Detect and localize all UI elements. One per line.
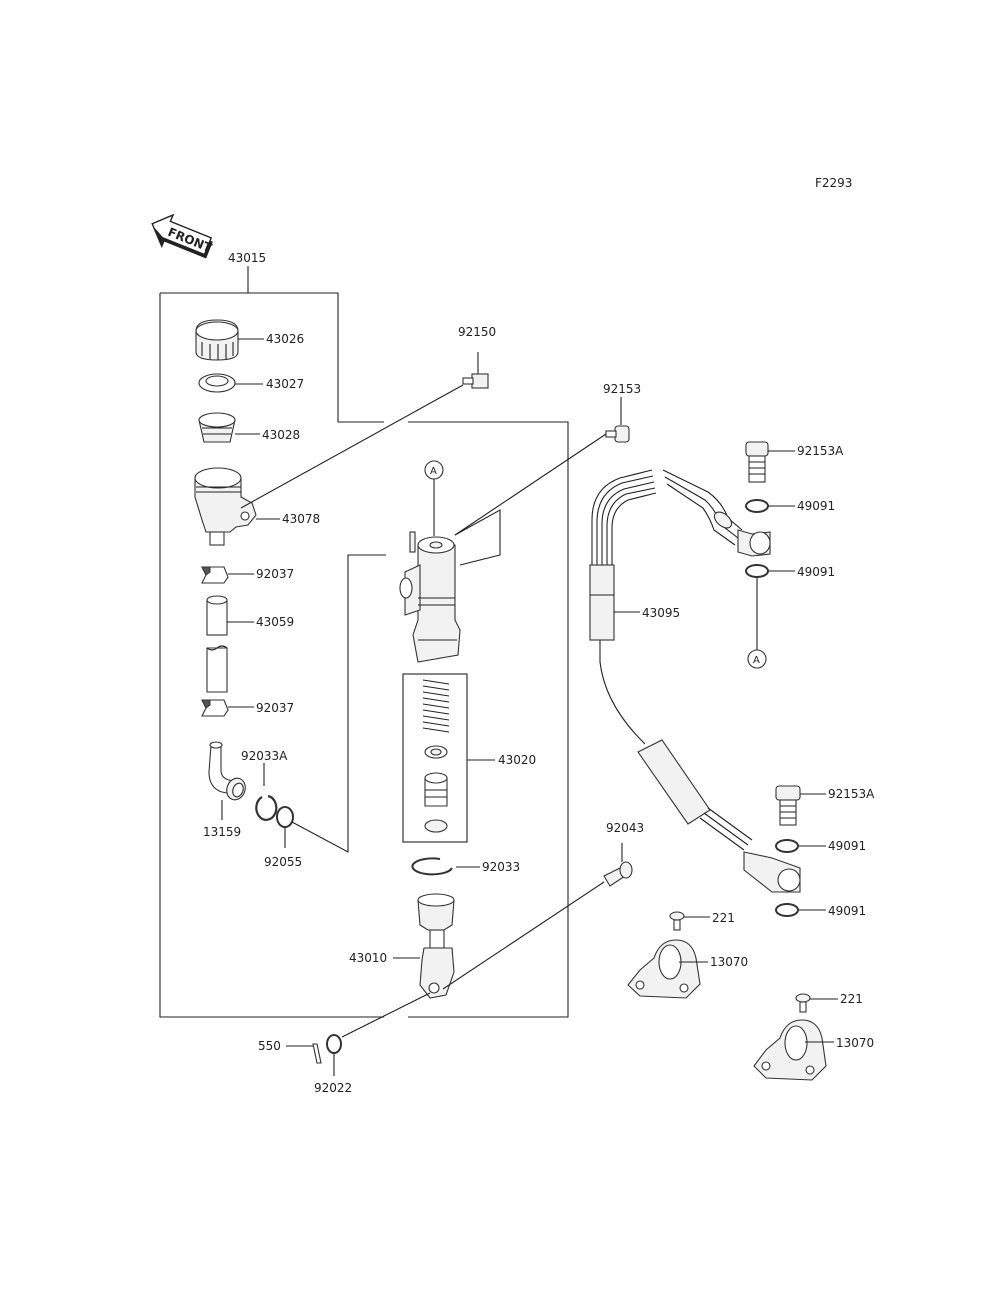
callout-92153a-bottom: 92153A	[828, 787, 875, 801]
callout-92037-bottom: 92037	[256, 701, 294, 715]
banjo-bolt-92150	[462, 373, 489, 389]
callout-13159: 13159	[203, 825, 241, 839]
callout-13070-b: 13070	[836, 1036, 874, 1050]
reservoir-hose	[206, 595, 228, 693]
washer-49091-d	[775, 903, 799, 917]
callout-92153: 92153	[603, 382, 641, 396]
front-arrow-icon: FRONT	[151, 213, 214, 259]
callout-92153a-top: 92153A	[797, 444, 844, 458]
connector-a-bottom	[747, 649, 767, 669]
callout-92033: 92033	[482, 860, 520, 874]
assembly-bracket	[159, 266, 569, 1018]
callout-43026: 43026	[266, 332, 304, 346]
callout-49091-a: 49091	[797, 499, 835, 513]
piston-kit-box	[402, 673, 468, 843]
hose-clamp-bottom	[201, 699, 229, 717]
callout-92043: 92043	[606, 821, 644, 835]
hose-clamp-13070-b	[753, 1019, 827, 1081]
banjo-bolt-92153a-bottom	[775, 785, 801, 826]
hose-clamp-13070-a	[627, 939, 701, 999]
push-rod-43010	[417, 893, 455, 999]
reservoir-body	[194, 467, 257, 546]
connector-a-bottom-label: A	[753, 655, 760, 666]
washer-49091-b	[745, 564, 769, 578]
banjo-eye-bottom	[743, 851, 801, 893]
callout-92055: 92055	[264, 855, 302, 869]
callout-43020: 43020	[498, 753, 536, 767]
connector-a-top-label: A	[430, 466, 437, 477]
washer-92022	[326, 1034, 342, 1054]
o-ring-92055	[276, 806, 294, 828]
callout-43010: 43010	[349, 951, 387, 965]
callout-92037-top: 92037	[256, 567, 294, 581]
diaphragm-plate	[198, 373, 236, 393]
pin-92043	[603, 861, 633, 887]
banjo-eye-top	[737, 529, 771, 557]
hose-clamp-top	[201, 566, 229, 584]
brake-hose-43095	[589, 469, 753, 851]
callout-92150: 92150	[458, 325, 496, 339]
callout-43078: 43078	[282, 512, 320, 526]
diaphragm	[198, 412, 236, 443]
callout-550: 550	[258, 1039, 281, 1053]
screw-221-a	[669, 911, 685, 931]
callout-49091-c: 49091	[828, 839, 866, 853]
master-cylinder-body	[399, 531, 461, 663]
assembly-label: 43015	[228, 251, 266, 265]
callout-49091-d: 49091	[828, 904, 866, 918]
callout-92022: 92022	[314, 1081, 352, 1095]
elbow-fitting	[208, 741, 246, 801]
circlip-92033	[411, 857, 453, 876]
washer-49091-c	[775, 839, 799, 853]
washer-49091-a	[745, 499, 769, 513]
callout-43028: 43028	[262, 428, 300, 442]
callout-221-a: 221	[712, 911, 735, 925]
callout-43095: 43095	[642, 606, 680, 620]
bolt-92153	[605, 425, 630, 443]
callout-43027: 43027	[266, 377, 304, 391]
figure-code: F2293	[815, 176, 852, 190]
screw-221-b	[795, 993, 811, 1013]
callout-13070-a: 13070	[710, 955, 748, 969]
callout-49091-b: 49091	[797, 565, 835, 579]
reservoir-cap	[195, 319, 239, 361]
callout-92033a: 92033A	[241, 749, 288, 763]
cotter-pin-550	[312, 1043, 322, 1064]
callout-221-b: 221	[840, 992, 863, 1006]
banjo-bolt-92153a-top	[745, 441, 769, 483]
callout-43059: 43059	[256, 615, 294, 629]
circlip-92033a	[255, 794, 278, 821]
